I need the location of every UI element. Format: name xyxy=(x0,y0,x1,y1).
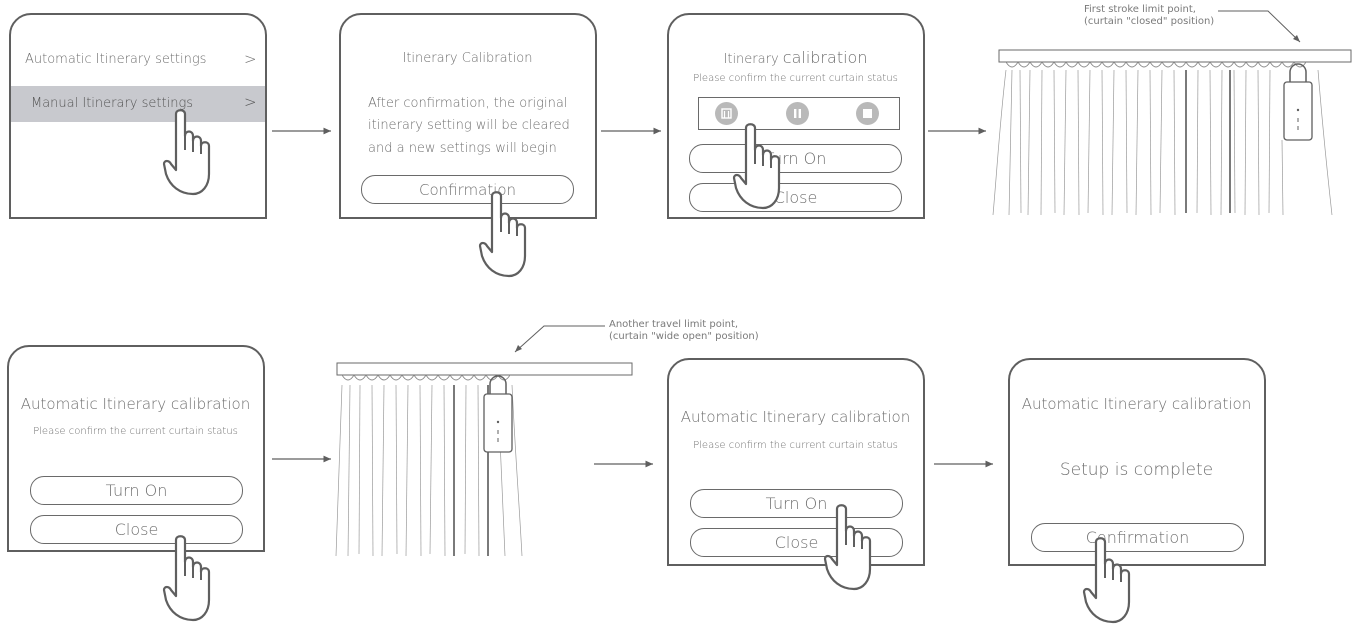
hand-pointer-icon xyxy=(162,535,211,622)
panel-automatic-calibration-1: Automatic Itinerary calibration Please c… xyxy=(7,345,265,552)
annotation-line-1: First stroke limit point, xyxy=(1084,4,1196,15)
body-text-line-2: itinerary setting will be cleared xyxy=(368,118,570,133)
curtain-closed-illustration xyxy=(992,49,1352,216)
panel-setup-complete: Automatic Itinerary calibration Setup is… xyxy=(1008,358,1266,566)
hand-pointer-icon xyxy=(162,109,211,196)
annotation-line-2: (curtain "wide open" position) xyxy=(609,331,759,342)
panel-subtitle: Please confirm the current curtain statu… xyxy=(33,426,238,437)
panel-title-part-2: calibration xyxy=(782,48,868,67)
annotation-first-stroke-limit: First stroke limit point, (curtain "clos… xyxy=(1084,4,1214,28)
chevron-right-icon: > xyxy=(244,50,257,68)
panel-title: Automatic Itinerary calibration xyxy=(680,408,911,426)
body-text-line-3: and a new settings will begin xyxy=(368,141,557,156)
menu-item-automatic[interactable]: Automatic Itinerary settings > xyxy=(11,42,264,80)
body-text-line-1: After confirmation, the original xyxy=(368,96,568,111)
menu-item-automatic-label: Automatic Itinerary settings xyxy=(25,52,207,67)
annotation-leader-2 xyxy=(514,325,605,353)
hand-pointer-icon xyxy=(478,191,527,278)
panel-title: Automatic Itinerary calibration xyxy=(20,395,251,413)
menu-item-manual-label: Manual Itinerary settings xyxy=(31,96,194,111)
chevron-right-icon: > xyxy=(244,93,257,111)
panel-itinerary-calibration-confirm: Itinerary Calibration After confirmation… xyxy=(339,13,597,219)
annotation-wide-open-limit: Another travel limit point, (curtain "wi… xyxy=(609,319,759,343)
turn-on-button[interactable]: Turn On xyxy=(690,489,903,518)
menu-item-manual[interactable]: Manual Itinerary settings > xyxy=(11,86,265,122)
stop-icon[interactable] xyxy=(856,102,879,125)
curtain-open-illustration xyxy=(335,362,633,557)
close-button[interactable]: Close xyxy=(689,183,902,212)
panel-itinerary-calibration-controls: Itinerary calibration Please confirm the… xyxy=(667,13,925,219)
setup-status-text: Setup is complete xyxy=(1059,460,1214,480)
hand-pointer-icon xyxy=(1082,537,1131,624)
panel-automatic-calibration-2: Automatic Itinerary calibration Please c… xyxy=(667,358,925,566)
panel-subtitle: Please confirm the current curtain statu… xyxy=(693,440,898,451)
panel-title-part-1: Itinerary xyxy=(723,52,783,67)
annotation-line-2: (curtain "closed" position) xyxy=(1084,16,1215,27)
confirmation-button[interactable]: Confirmation xyxy=(361,175,574,204)
annotation-line-1: Another travel limit point, xyxy=(609,319,739,330)
confirmation-button[interactable]: Confirmation xyxy=(1031,523,1244,552)
close-button[interactable]: Close xyxy=(30,515,243,544)
hand-pointer-icon xyxy=(823,504,872,591)
annotation-leader-1 xyxy=(1218,10,1301,43)
turn-on-button[interactable]: Turn On xyxy=(30,476,243,505)
curtain-motor-icon xyxy=(1283,63,1313,141)
panel-itinerary-menu: Automatic Itinerary settings > Manual It… xyxy=(9,13,267,219)
open-curtain-icon[interactable] xyxy=(715,102,738,125)
panel-title: Itinerary Calibration xyxy=(402,51,533,66)
panel-title: Automatic Itinerary calibration xyxy=(1021,395,1252,413)
curtain-control-bar xyxy=(698,97,900,130)
pause-icon[interactable] xyxy=(786,102,809,125)
panel-subtitle: Please confirm the current curtain statu… xyxy=(693,73,898,84)
hand-pointer-icon xyxy=(732,123,781,210)
panel-title: Itinerary calibration xyxy=(669,48,922,67)
